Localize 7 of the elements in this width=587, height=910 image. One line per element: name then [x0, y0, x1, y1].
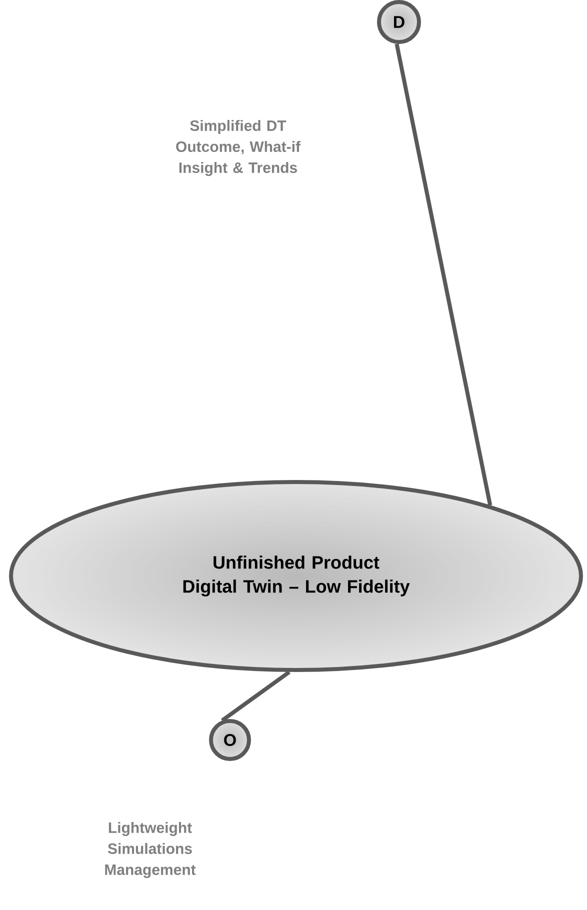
- side-caption: Simplified DT Outcome, What-if Insight & Trends: [176, 120, 301, 176]
- connector-line: [394, 43, 492, 506]
- ellipse-node: Unfinished Product Digital Twin – Low Fidelity: [9, 480, 583, 672]
- circle-node: O: [209, 719, 251, 761]
- side-caption: Lightweight Simulations Management: [105, 822, 196, 878]
- connector-line: [220, 670, 290, 722]
- circle-node: D: [377, 0, 421, 44]
